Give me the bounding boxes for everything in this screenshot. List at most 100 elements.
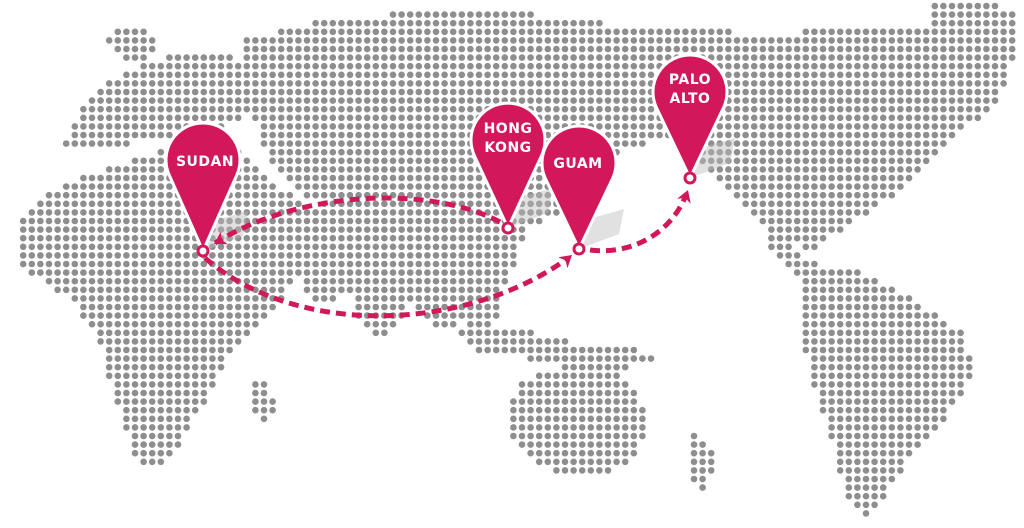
land-dot xyxy=(914,303,921,311)
land-dot xyxy=(854,458,861,466)
land-dot xyxy=(621,114,629,122)
land-dot xyxy=(836,381,844,388)
land-dot xyxy=(406,174,414,182)
land-dot xyxy=(518,415,526,423)
land-dot xyxy=(19,260,27,268)
land-dot xyxy=(389,166,397,173)
land-dot xyxy=(596,37,603,44)
land-dot xyxy=(922,148,930,156)
pin-hong-kong[interactable]: HONG KONG xyxy=(469,101,547,235)
land-dot xyxy=(183,295,190,302)
land-dot xyxy=(217,62,225,70)
land-dot xyxy=(355,226,362,233)
land-dot xyxy=(372,269,380,276)
land-dot xyxy=(200,329,208,337)
land-dot xyxy=(793,183,801,190)
land-dot xyxy=(862,346,870,354)
land-dot xyxy=(458,174,466,182)
land-dot xyxy=(320,123,328,130)
land-dot xyxy=(991,11,999,18)
land-dot xyxy=(209,269,216,276)
land-dot xyxy=(879,157,887,165)
land-dot xyxy=(37,243,44,251)
land-dot xyxy=(828,398,835,405)
land-dot xyxy=(535,80,543,87)
land-dot xyxy=(656,45,663,53)
land-dot xyxy=(441,19,448,27)
land-dot xyxy=(682,45,689,53)
land-dot xyxy=(114,346,122,354)
land-dot xyxy=(467,286,474,294)
land-dot xyxy=(639,28,646,36)
land-dot xyxy=(252,234,259,242)
land-dot xyxy=(424,183,431,190)
land-dot xyxy=(553,123,560,130)
land-dot xyxy=(363,140,371,147)
land-dot xyxy=(811,123,818,130)
land-dot xyxy=(621,415,629,423)
land-dot xyxy=(140,166,147,173)
land-dot xyxy=(381,45,388,53)
land-dot xyxy=(191,269,199,276)
land-dot xyxy=(845,28,853,36)
land-dot xyxy=(518,389,526,397)
land-dot xyxy=(97,183,104,190)
land-dot xyxy=(630,71,638,79)
land-dot xyxy=(828,123,835,130)
land-dot xyxy=(303,45,311,53)
land-dot xyxy=(484,346,491,354)
land-dot xyxy=(131,424,139,431)
land-dot xyxy=(596,432,603,440)
land-dot xyxy=(226,105,233,113)
land-dot xyxy=(424,131,431,139)
pin-label-line: ALTO xyxy=(670,91,711,107)
land-dot xyxy=(897,166,904,173)
land-dot xyxy=(819,338,827,345)
land-dot xyxy=(561,406,569,414)
land-dot xyxy=(71,252,79,259)
land-dot xyxy=(492,88,500,96)
land-dot xyxy=(458,148,466,156)
land-dot xyxy=(578,37,586,44)
land-dot xyxy=(80,183,87,190)
land-dot xyxy=(97,200,104,208)
land-dot xyxy=(209,97,216,104)
land-dot xyxy=(432,295,440,302)
land-dot xyxy=(398,28,405,36)
land-dot xyxy=(897,114,904,122)
pin-label-line: SUDAN xyxy=(176,154,234,170)
land-dot xyxy=(346,114,354,122)
land-dot xyxy=(776,166,784,173)
land-dot xyxy=(871,45,878,53)
land-dot xyxy=(269,286,276,294)
land-dot xyxy=(148,320,156,328)
land-dot xyxy=(897,329,904,337)
land-dot xyxy=(441,260,448,268)
pin-guam[interactable]: GUAM xyxy=(540,124,618,256)
land-dot xyxy=(742,105,749,113)
land-dot xyxy=(363,226,371,233)
land-dot xyxy=(260,37,268,44)
land-dot xyxy=(768,131,775,139)
land-dot xyxy=(424,200,431,208)
land-dot xyxy=(174,54,182,61)
land-dot xyxy=(105,217,113,225)
land-dot xyxy=(630,140,638,147)
land-dot xyxy=(888,114,896,122)
land-dot xyxy=(836,140,844,147)
land-dot xyxy=(372,54,380,61)
land-dot xyxy=(320,131,328,139)
land-dot xyxy=(871,458,878,466)
land-dot xyxy=(819,97,827,104)
land-dot xyxy=(578,406,586,414)
pin-palo-alto[interactable]: PALO ALTO xyxy=(651,53,729,185)
land-dot xyxy=(535,441,543,448)
land-dot xyxy=(183,389,190,397)
land-dot xyxy=(974,71,982,79)
pin-sudan[interactable]: SUDAN xyxy=(164,121,242,258)
land-dot xyxy=(312,54,319,61)
land-dot xyxy=(819,123,827,130)
land-dot xyxy=(957,372,964,380)
land-dot xyxy=(346,28,354,36)
